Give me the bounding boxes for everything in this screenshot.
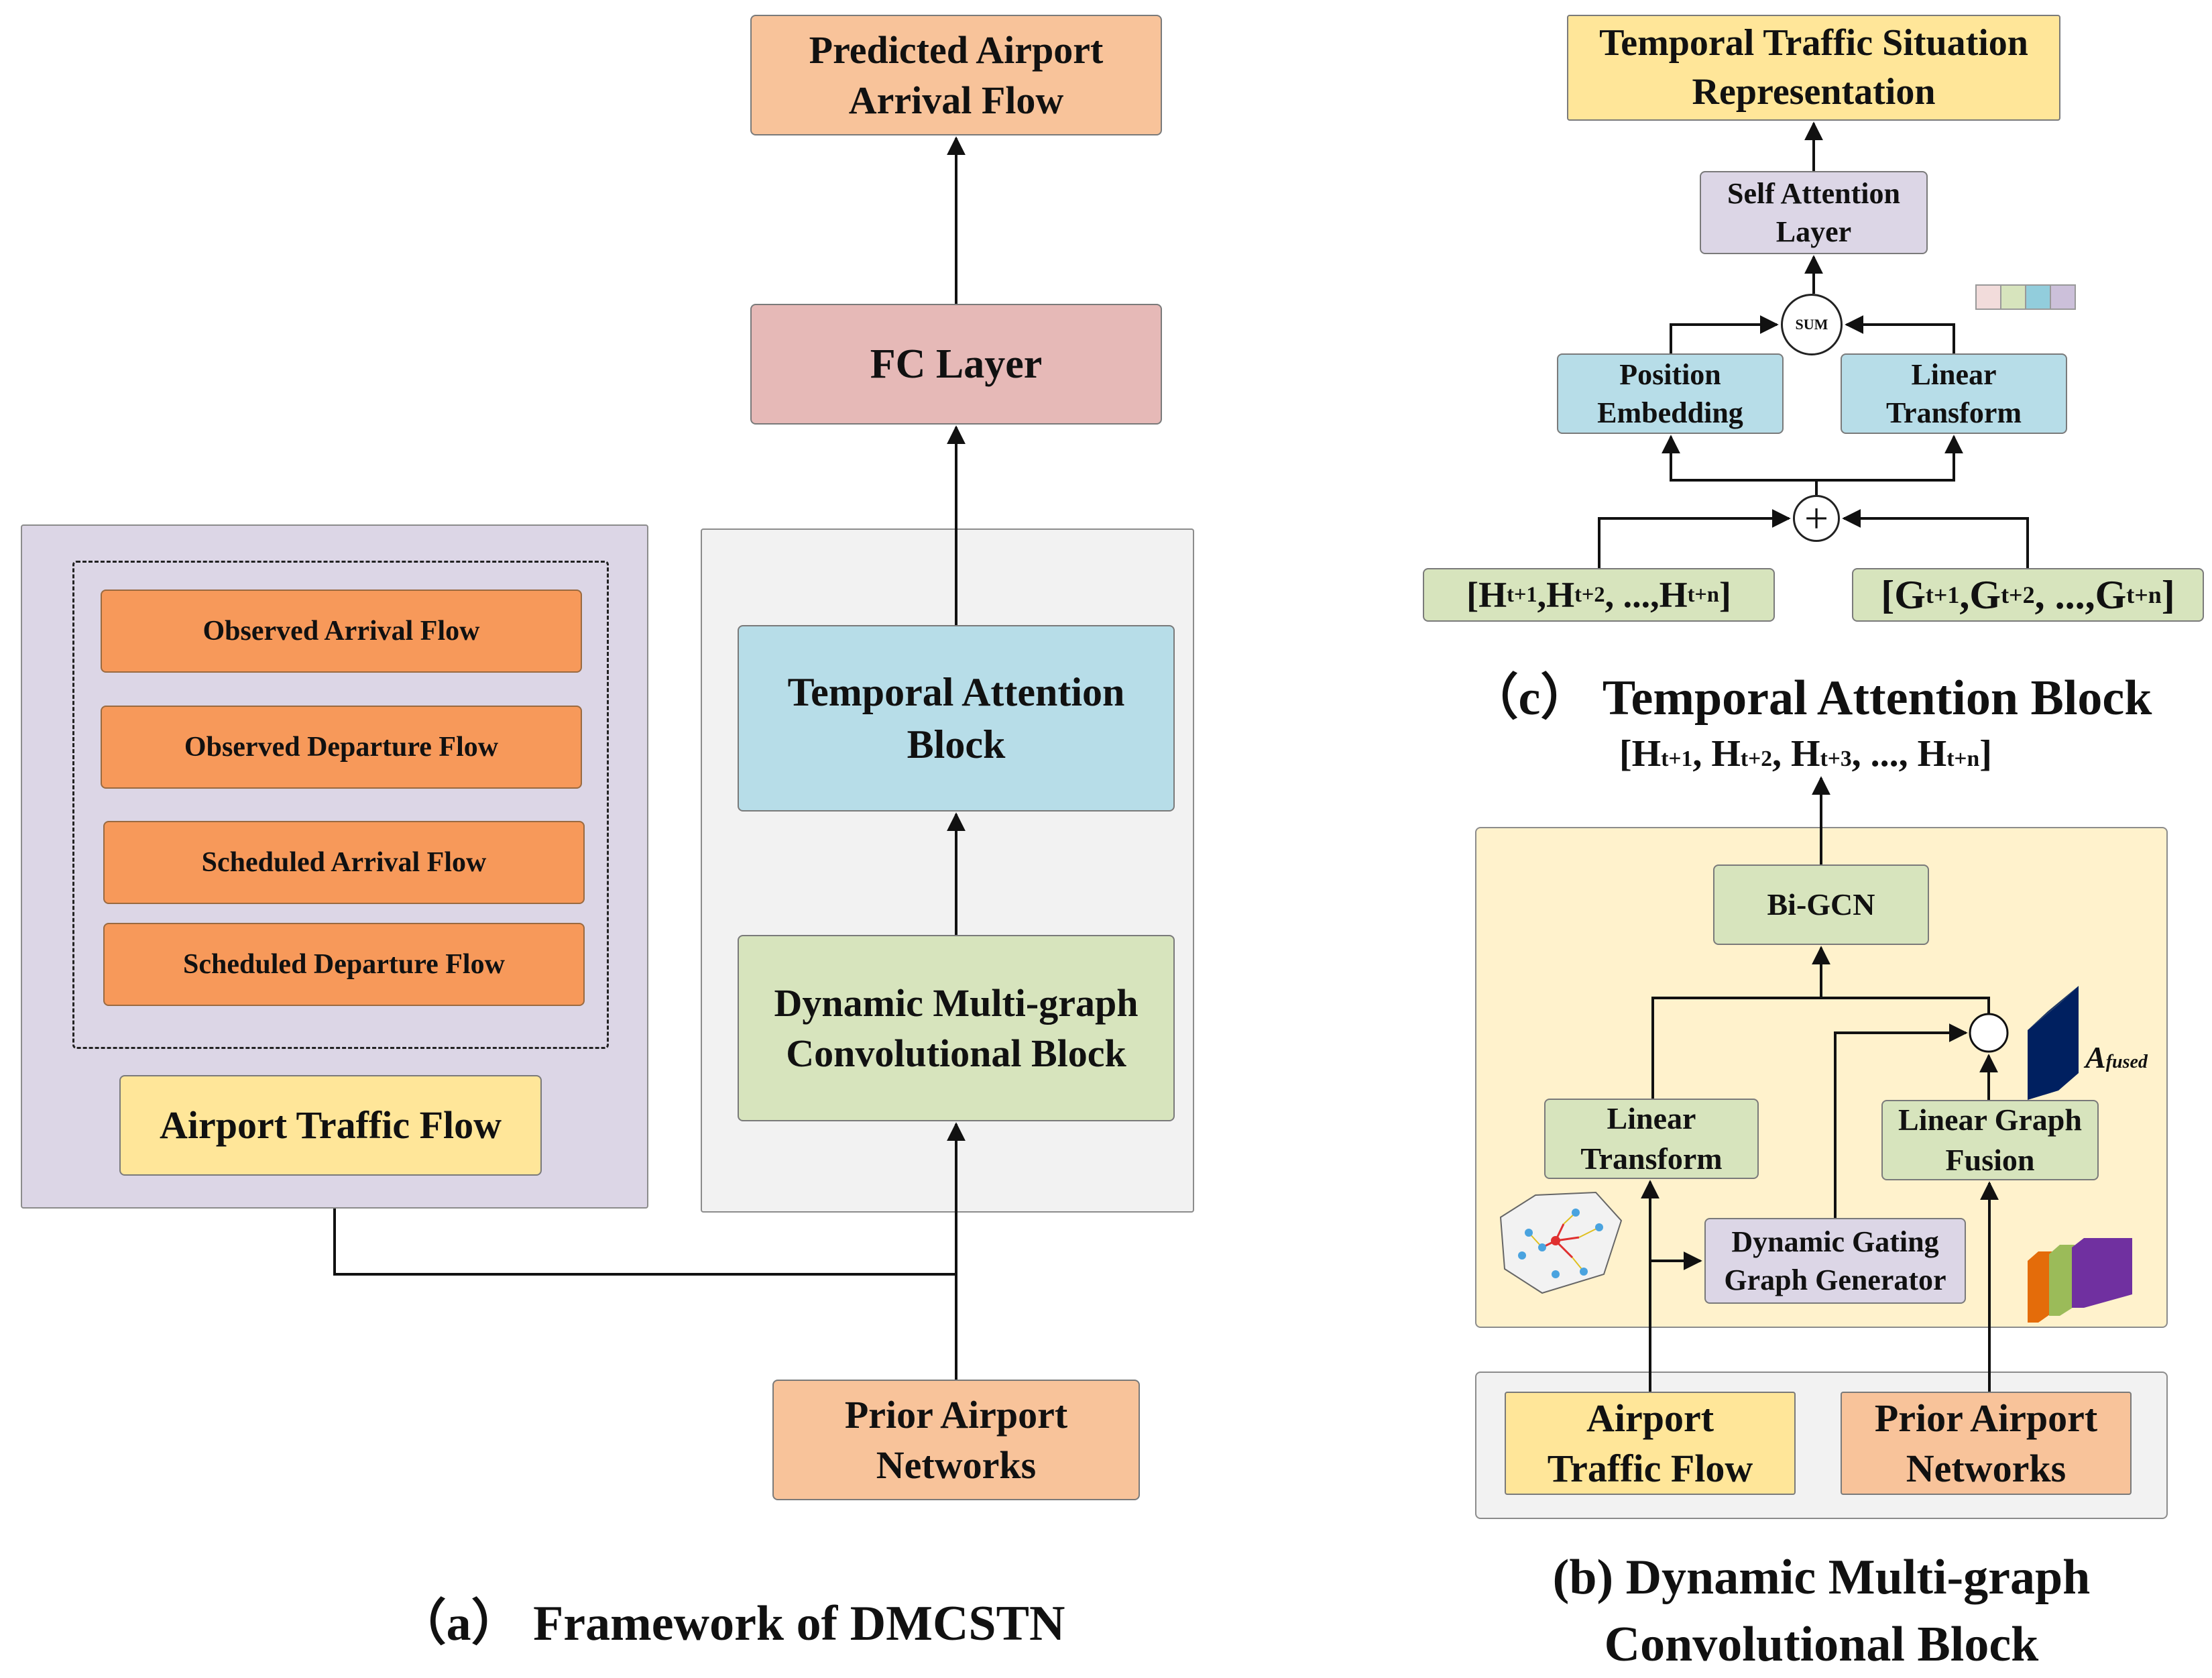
sum-node: SUM: [1781, 294, 1843, 355]
h-seq-dots: , ...,: [1605, 574, 1660, 615]
h-seq-open: [: [1466, 574, 1479, 615]
fc-layer: FC Layer: [750, 304, 1162, 425]
g-seq-subn: t+n: [2126, 581, 2162, 608]
g-seq-a3: G: [2095, 573, 2127, 617]
g-seq-sub1: t+1: [1925, 581, 1960, 608]
caption-a: （a） Framework of DMCSTN: [396, 1596, 1065, 1651]
out-seq-close: ]: [1979, 733, 1992, 775]
a-fused-main: A: [2085, 1040, 2106, 1074]
out-seq-dots: , ...,: [1851, 733, 1918, 775]
a-fused-label: Afused: [2085, 1040, 2148, 1075]
observed-departure-flow: Observed Departure Flow: [101, 706, 582, 789]
bi-gcn: Bi-GCN: [1713, 864, 1929, 945]
h-seq-close: ]: [1719, 574, 1731, 615]
h-seq-sep: ,: [1537, 574, 1547, 615]
arrow-g-seq-to-plus: [1842, 509, 2029, 568]
g-seq-dots: , ...,: [2034, 573, 2095, 617]
out-seq-subn: t+n: [1946, 746, 1980, 771]
scheduled-arrival-flow: Scheduled Arrival Flow: [103, 821, 585, 904]
embedding-color-strip: [1975, 284, 2076, 310]
observed-arrival-flow: Observed Arrival Flow: [101, 590, 582, 673]
g-seq-sub2: t+2: [2001, 581, 2035, 608]
arrow-dggg-to-multiply: [1834, 1023, 1968, 1218]
position-embedding: Position Embedding: [1557, 353, 1784, 434]
h-seq-a2: H: [1546, 574, 1575, 615]
predicted-arrival-flow: Predicted Airport Arrival Flow: [750, 15, 1162, 135]
input-dashed-group: [72, 561, 609, 1049]
g-seq-a2: G: [1969, 573, 2001, 617]
arrow-position-to-sum: [1670, 315, 1779, 353]
scheduled-departure-flow: Scheduled Departure Flow: [103, 923, 585, 1006]
strip-cell-pink: [1977, 286, 2001, 309]
h-seq-subn: t+n: [1687, 582, 1719, 607]
airport-traffic-flow-b: Airport Traffic Flow: [1505, 1392, 1796, 1495]
strip-cell-blue: [2026, 286, 2051, 309]
strip-cell-lavender: [2051, 286, 2075, 309]
out-seq-sep2: ,: [1772, 733, 1791, 775]
arrow-linear-to-sum: [1845, 315, 1955, 353]
linear-transform-b: Linear Transform: [1544, 1099, 1759, 1179]
self-attention-layer: Self Attention Layer: [1700, 171, 1928, 254]
g-seq-close: ]: [2161, 573, 2175, 617]
strip-cell-green: [2001, 286, 2026, 309]
h-seq-sub1: t+1: [1507, 582, 1537, 607]
out-seq-a2: H: [1711, 733, 1741, 775]
h-sequence-output: [Ht+1, Ht+2, Ht+3, ..., Ht+n]: [1619, 732, 1992, 775]
arrow-plus-to-linear: [1816, 435, 1963, 482]
out-seq-sub2: t+2: [1740, 746, 1772, 771]
out-seq-a4: H: [1917, 733, 1947, 775]
out-seq-sep1: ,: [1692, 733, 1712, 775]
a-fused-sub: fused: [2105, 1052, 2148, 1072]
out-seq-a3: H: [1791, 733, 1820, 775]
arrow-merge-to-bigcn: [1651, 997, 1990, 1099]
airport-traffic-flow-label: Airport Traffic Flow: [119, 1075, 542, 1176]
stacked-graph-layers-icon: [2028, 1238, 2132, 1323]
linear-graph-fusion: Linear Graph Fusion: [1881, 1100, 2099, 1180]
caption-b-line2: Convolutional Block: [1604, 1617, 2039, 1672]
out-seq-sub3: t+3: [1820, 746, 1852, 771]
arrow-h-seq-to-plus: [1598, 509, 1791, 568]
network-graph-icon: [1499, 1191, 1623, 1294]
multiply-circle: [1969, 1013, 2009, 1053]
prior-airport-networks-b: Prior Airport Networks: [1841, 1392, 2132, 1495]
g-seq-open: [: [1881, 573, 1895, 617]
out-seq-a1: H: [1631, 733, 1662, 775]
linear-transform-c: Linear Transform: [1841, 353, 2067, 434]
a-fused-matrix-icon: [2028, 986, 2079, 1100]
caption-c: （c） Temporal Attention Block: [1468, 671, 2152, 726]
g-seq-a1: G: [1894, 573, 1926, 617]
temporal-attention-block: Temporal Attention Block: [738, 625, 1175, 812]
arrow-plus-to-position: [1662, 435, 1818, 495]
out-seq-sub1: t+1: [1661, 746, 1693, 771]
connector-traffic-to-dmgc: [333, 1209, 956, 1276]
temporal-traffic-situation-representation: Temporal Traffic Situation Representatio…: [1567, 15, 2060, 121]
h-seq-a3: H: [1659, 574, 1688, 615]
out-seq-open: [: [1619, 733, 1632, 775]
plus-node: +: [1793, 495, 1840, 542]
caption-b-line1: (b) Dynamic Multi-graph: [1552, 1550, 2091, 1605]
prior-airport-networks: Prior Airport Networks: [772, 1380, 1140, 1500]
dynamic-gating-graph-generator: Dynamic Gating Graph Generator: [1704, 1218, 1966, 1304]
g-seq-sep: ,: [1959, 573, 1970, 617]
h-seq-sub2: t+2: [1574, 582, 1605, 607]
dynamic-multigraph-conv-block: Dynamic Multi-graph Convolutional Block: [738, 935, 1175, 1121]
h-seq-a1: H: [1478, 574, 1507, 615]
